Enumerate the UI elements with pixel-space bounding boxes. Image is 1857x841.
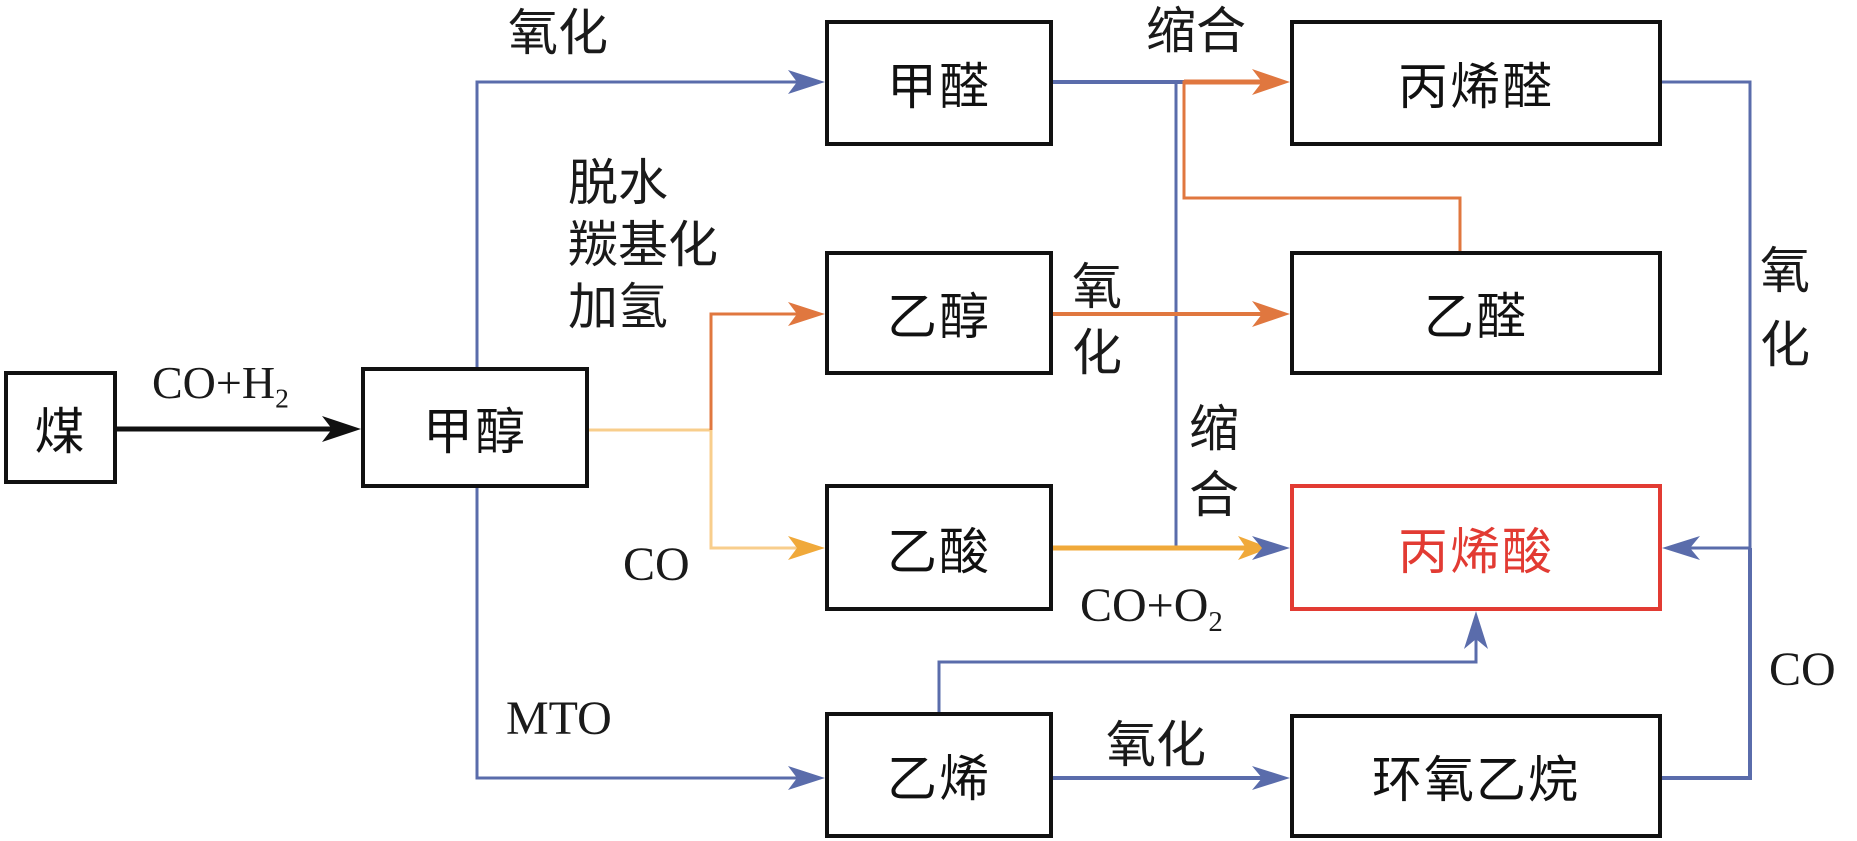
label-condensation-mid-char2: 合 [1189, 466, 1239, 524]
node-ethylene-label: 乙烯 [887, 750, 991, 808]
arrowhead-coal-methanol [322, 416, 361, 442]
label-oxidation-right-char1: 氧 [1760, 242, 1810, 300]
label-oxidation-bottom: 氧化 [1106, 716, 1206, 774]
node-formaldehyde-label: 甲醛 [887, 58, 991, 116]
label-co-right: CO [1769, 643, 1836, 696]
label-oxidation-right-char2: 化 [1760, 316, 1810, 374]
label-co-o2-subscript: 2 [1208, 606, 1223, 639]
arrowhead-acrylic-acid-blue [1252, 536, 1290, 560]
arrowhead-acetic-acid [788, 536, 825, 560]
label-co-o2: CO+O2 [1080, 582, 1223, 637]
node-methanol-label: 甲醇 [423, 402, 527, 461]
node-formaldehyde: 甲醛 [825, 20, 1053, 146]
node-ethylene: 乙烯 [825, 712, 1053, 838]
label-co-o2-main: CO+O [1080, 579, 1209, 632]
node-ethanol: 乙醇 [825, 251, 1053, 375]
arrowhead-acrolein [1252, 69, 1290, 95]
node-acrylic-acid-label: 丙烯酸 [1398, 522, 1554, 581]
label-carbonylation: 羰基化 [568, 216, 718, 274]
edge-methanol-split [589, 428, 805, 550]
node-ethylene-oxide: 环氧乙烷 [1290, 714, 1662, 838]
node-ethylene-oxide-label: 环氧乙烷 [1372, 751, 1580, 809]
node-acetaldehyde: 乙醛 [1290, 251, 1662, 375]
arrowhead-ethylene [788, 766, 825, 790]
arrowhead-ethylene-oxide [1252, 766, 1290, 790]
label-hydrogenation: 加氢 [568, 278, 668, 336]
edge-ethylene-oxide-acrylic-acid [1662, 548, 1752, 780]
label-dehydration: 脱水 [568, 154, 668, 212]
label-co-h2-subscript: 2 [275, 382, 289, 414]
node-acrolein: 丙烯醛 [1290, 20, 1662, 146]
node-coal: 煤 [4, 371, 117, 484]
edge-methanol-ethylene [475, 488, 805, 780]
label-condensation-mid-char1: 缩 [1189, 400, 1239, 458]
label-methanol-ethanol-steps: 脱水 羰基化 加氢 [568, 152, 718, 338]
node-acrolein-label: 丙烯醛 [1398, 58, 1554, 116]
edge-ethylene-acrylic-acid [937, 631, 1478, 712]
arrowhead-acrylic-acid-right [1662, 536, 1700, 560]
label-mto: MTO [506, 692, 612, 745]
arrowhead-acetaldehyde [1252, 301, 1290, 327]
arrowhead-acrylic-acid-gold [1238, 536, 1270, 560]
edge-acrolein-acrylic-acid [1662, 80, 1752, 550]
label-condensation-top: 缩合 [1146, 2, 1246, 60]
node-acetic-acid-label: 乙酸 [887, 522, 991, 581]
arrowhead-acrylic-acid-bottom [1464, 611, 1488, 649]
label-co-h2: CO+H2 [152, 360, 289, 412]
label-oxidation-mid: 氧 化 [1072, 254, 1122, 386]
arrowhead-ethanol [788, 302, 825, 326]
label-co-left: CO [623, 538, 690, 591]
edge-methanol-formaldehyde [475, 80, 805, 367]
label-co-h2-main: CO+H [152, 357, 276, 408]
label-oxidation-mid-char1: 氧 [1072, 258, 1122, 316]
node-ethanol-label: 乙醇 [887, 288, 991, 346]
label-oxidation-top: 氧化 [508, 4, 608, 62]
node-acetaldehyde-label: 乙醛 [1424, 288, 1528, 346]
label-condensation-mid: 缩 合 [1189, 396, 1239, 528]
arrowhead-formaldehyde [788, 70, 825, 94]
label-oxidation-right: 氧 化 [1760, 234, 1810, 382]
node-acrylic-acid: 丙烯酸 [1290, 484, 1662, 611]
node-acetic-acid: 乙酸 [825, 484, 1053, 611]
label-oxidation-mid-char2: 化 [1072, 324, 1122, 382]
node-coal-label: 煤 [34, 402, 87, 461]
node-methanol: 甲醇 [361, 367, 589, 488]
edge-methanol-ethanol [709, 312, 805, 430]
